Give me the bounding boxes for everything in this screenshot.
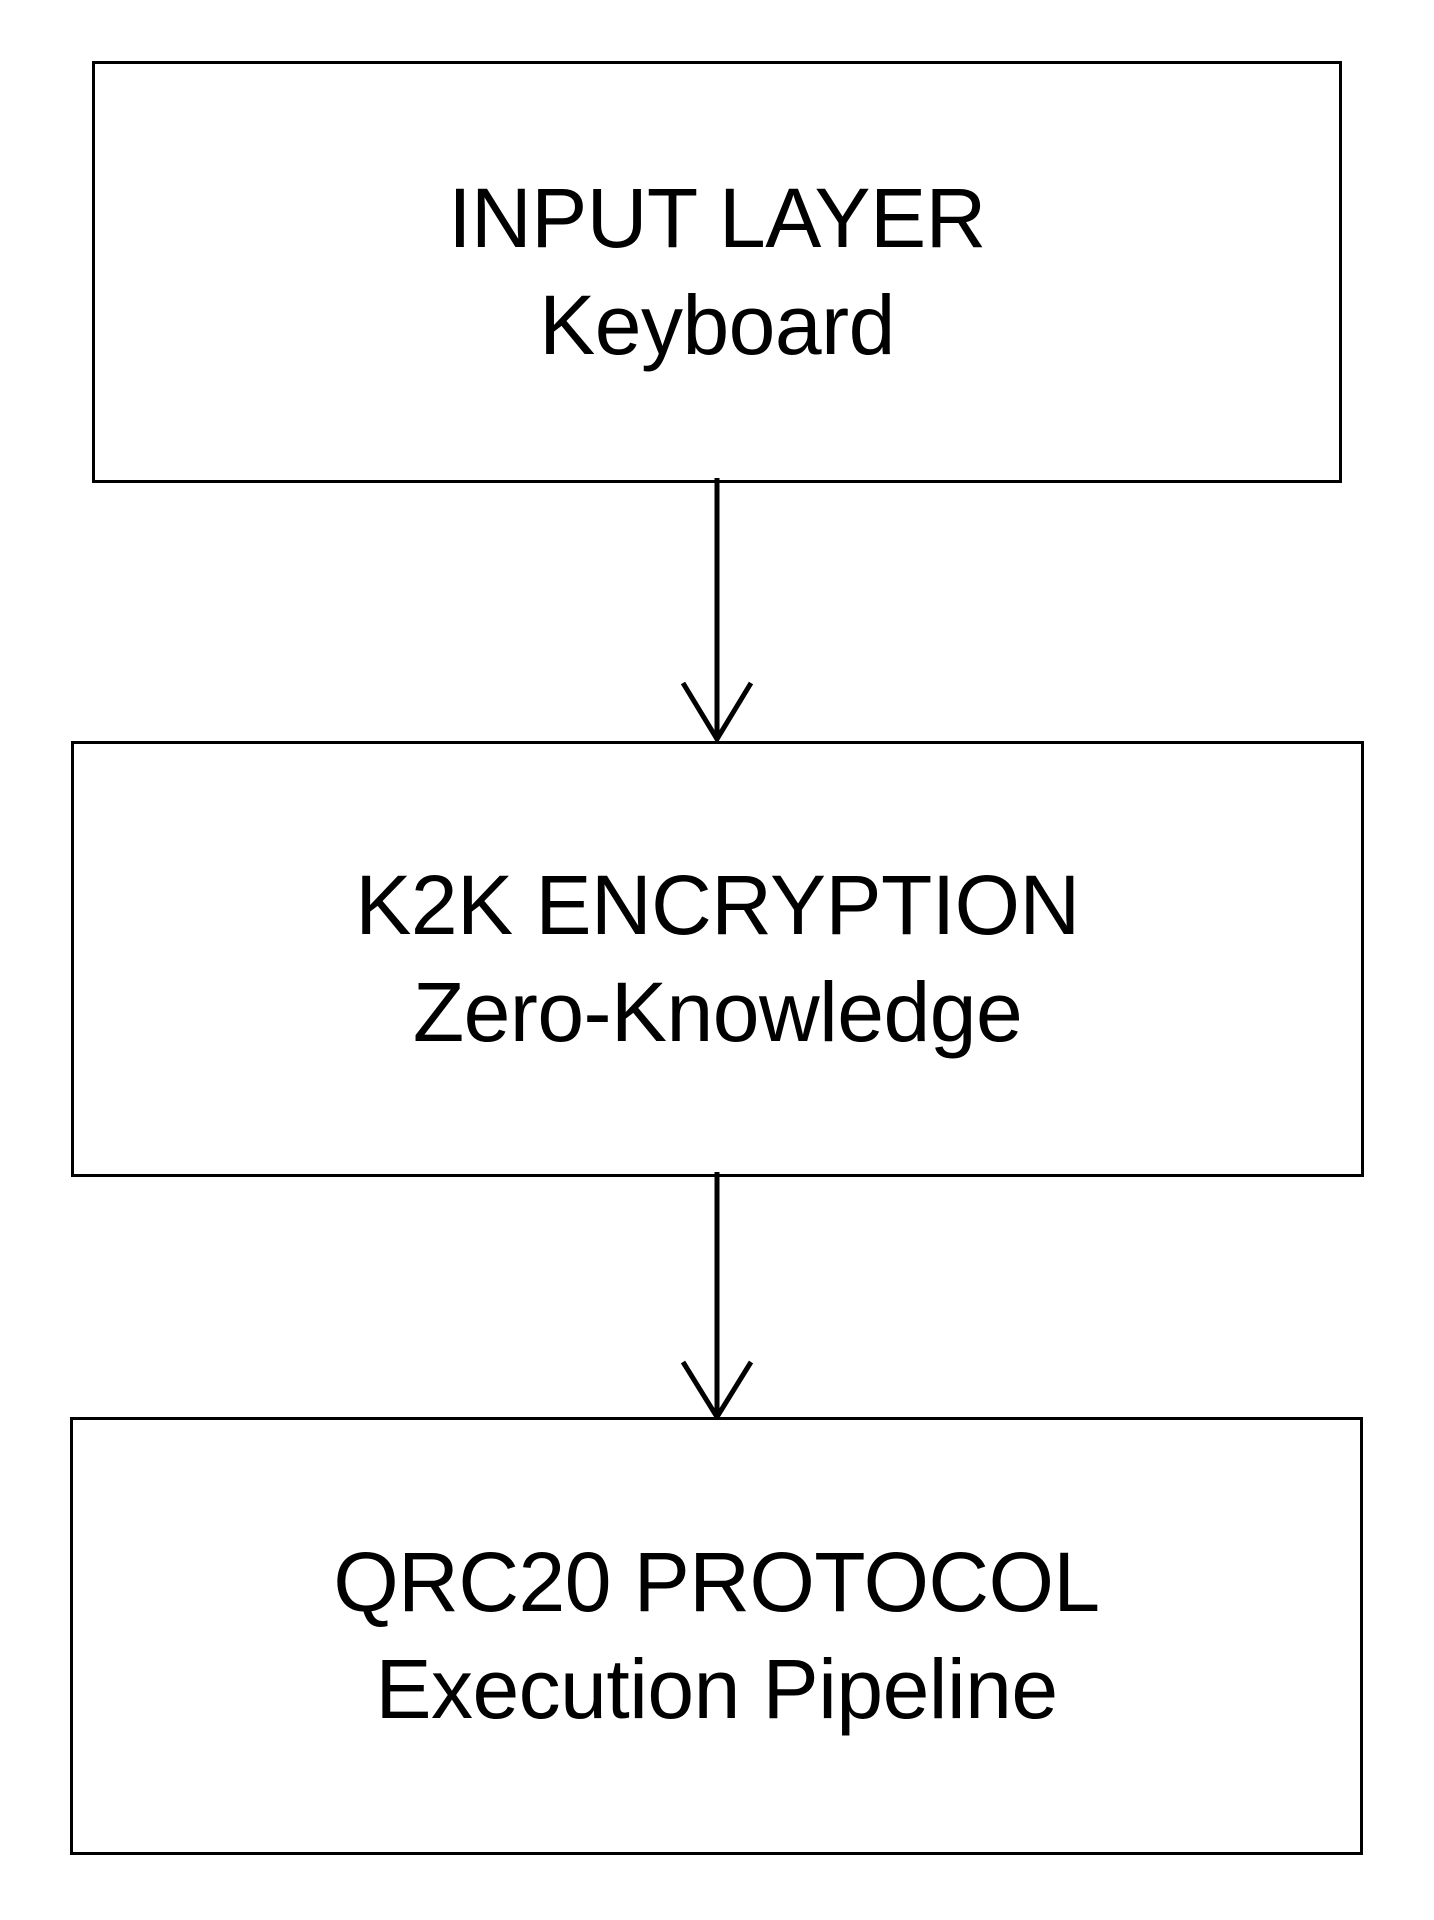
node-qrc20-protocol-title: QRC20 PROTOCOL: [333, 1535, 1100, 1630]
node-input-layer-title: INPUT LAYER: [448, 171, 986, 266]
arrowhead-down-icon: [680, 681, 754, 744]
node-input-layer-subtitle: Keyboard: [539, 278, 895, 372]
node-k2k-encryption-title: K2K ENCRYPTION: [355, 858, 1080, 953]
node-qrc20-protocol-subtitle: Execution Pipeline: [375, 1642, 1058, 1736]
node-k2k-encryption-subtitle: Zero-Knowledge: [412, 965, 1023, 1059]
node-input-layer[interactable]: INPUT LAYER Keyboard: [92, 61, 1342, 483]
node-k2k-encryption[interactable]: K2K ENCRYPTION Zero-Knowledge: [71, 741, 1364, 1177]
connector-k2k-encryption-to-qrc20-protocol: [680, 1172, 754, 1422]
node-qrc20-protocol[interactable]: QRC20 PROTOCOL Execution Pipeline: [70, 1417, 1363, 1855]
connector-input-layer-to-k2k-encryption: [680, 478, 754, 744]
